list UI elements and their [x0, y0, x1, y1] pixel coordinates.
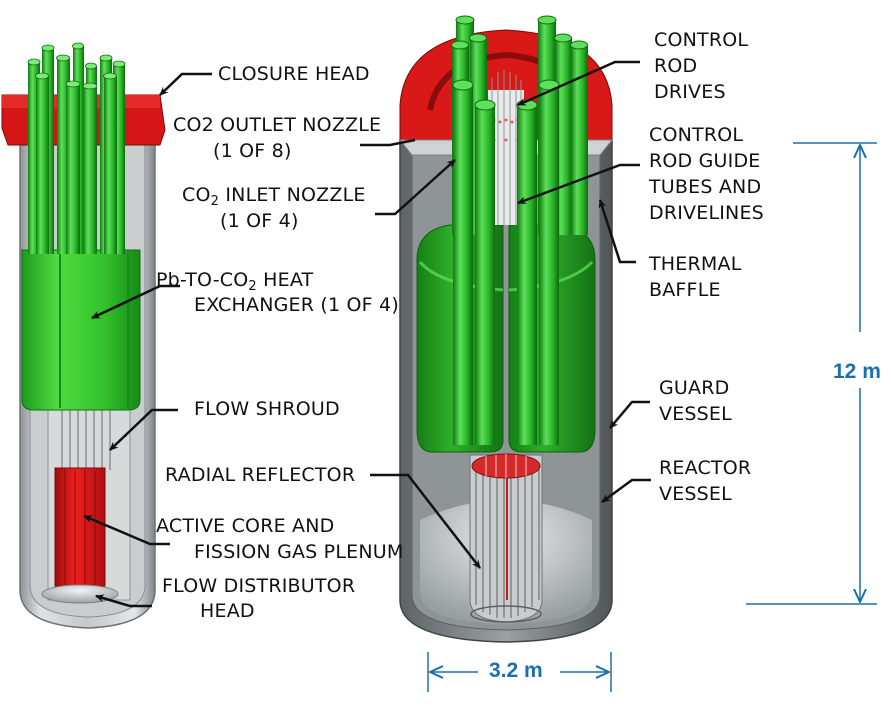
label-guide-tubes-line4: DRIVELINES — [649, 202, 764, 224]
leader-heat-exchanger — [91, 284, 180, 320]
leader-active-core — [83, 514, 170, 546]
label-reactor-vessel-line1: REACTOR — [659, 457, 752, 479]
label-control-rod-drives-line3: DRIVES — [654, 81, 726, 103]
label-flow-distributor-line1: FLOW DISTRIBUTOR — [162, 575, 356, 597]
dimension-height-label: 12 m — [833, 360, 881, 383]
leader-reactor-vessel — [601, 478, 651, 504]
leader-closure-head — [159, 72, 212, 96]
label-flow-shroud: FLOW SHROUD — [194, 398, 340, 420]
label-co2-inlet-line2: (1 OF 4) — [220, 210, 299, 232]
leader-control-rod-drives — [517, 60, 640, 107]
label-thermal-baffle-line1: THERMAL — [649, 253, 742, 275]
label-flow-distributor-line2: HEAD — [200, 600, 255, 622]
right-reactor-model — [398, 15, 614, 643]
label-co2-inlet-pre: CO — [182, 184, 211, 206]
label-hx-subscript: 2 — [248, 279, 257, 294]
label-radial-reflector: RADIAL REFLECTOR — [165, 464, 356, 486]
right-reflector-rods — [475, 470, 540, 618]
label-guard-vessel-line2: VESSEL — [659, 403, 732, 425]
label-hx-pre: Pb-TO-CO — [156, 269, 249, 291]
label-closure-head: CLOSURE HEAD — [218, 63, 370, 85]
label-co2-inlet-post: INLET NOZZLE — [219, 184, 366, 206]
right-nozzle-tubes — [451, 15, 588, 445]
label-heat-exchanger-line1: Pb-TO-CO2 HEAT — [156, 267, 313, 293]
left-active-core — [54, 467, 106, 587]
label-guard-vessel-line1: GUARD — [659, 377, 730, 399]
leader-flow-distributor — [95, 594, 152, 608]
label-control-rod-drives-line1: CONTROL — [654, 29, 749, 51]
label-co2-inlet-line1: CO2 INLET NOZZLE — [182, 182, 366, 208]
label-co2-outlet-line1: CO2 OUTLET NOZZLE — [173, 114, 382, 136]
label-guide-tubes-line2: ROD GUIDE — [649, 150, 761, 172]
label-thermal-baffle-line2: BAFFLE — [649, 279, 721, 301]
leader-radial-reflector — [370, 473, 481, 569]
leader-co2-inlet — [375, 159, 456, 216]
leader-guard-vessel — [609, 400, 650, 429]
left-internal-rods — [61, 408, 111, 470]
left-heat-exchanger — [21, 249, 141, 411]
label-hx-post: HEAT — [256, 269, 314, 291]
label-control-rod-drives-line2: ROD — [654, 55, 698, 77]
label-active-core-line2: FISSION GAS PLENUM — [194, 541, 404, 563]
label-co2-inlet-subscript: 2 — [210, 194, 220, 209]
label-guide-tubes-line1: CONTROL — [649, 124, 744, 146]
leader-flow-shroud — [109, 408, 178, 451]
leader-co2-outlet — [360, 138, 416, 147]
dimension-lines — [427, 142, 877, 692]
leader-thermal-baffle — [598, 199, 636, 264]
left-core-fuel-lines — [64, 470, 96, 585]
label-reactor-vessel-line2: VESSEL — [659, 483, 732, 505]
leader-lines — [83, 60, 651, 608]
label-guide-tubes-line3: TUBES AND — [649, 176, 762, 198]
left-nozzle-tubes — [27, 42, 126, 254]
label-active-core-line1: ACTIVE CORE AND — [156, 515, 335, 537]
dimension-width-label: 3.2 m — [489, 659, 543, 682]
left-reactor-model — [1, 42, 166, 629]
leader-guide-tubes — [517, 163, 640, 205]
label-co2-outlet-line2: (1 OF 8) — [213, 140, 292, 162]
label-heat-exchanger-line2: EXCHANGER (1 OF 4) — [194, 294, 399, 316]
